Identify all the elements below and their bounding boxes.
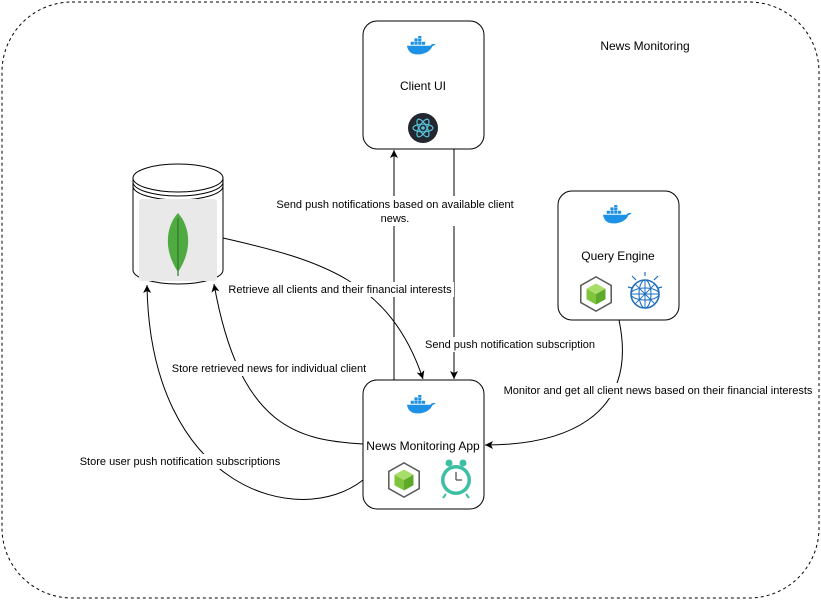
svg-text:Store user push notification s: Store user push notification subscriptio…: [80, 456, 281, 468]
edge-label-push-subscription: Send push notification subscription: [422, 337, 598, 352]
edge-label-send-push: Send push notifications based on availab…: [273, 196, 517, 226]
cron-clock-icon: [441, 459, 471, 499]
react-icon: [408, 113, 438, 143]
svg-text:news.: news.: [381, 213, 410, 225]
edge-label-store-subscriptions: Store user push notification subscriptio…: [77, 454, 283, 469]
mongodb-database-node[interactable]: [132, 163, 224, 285]
diagram-title: News Monitoring: [600, 39, 689, 53]
svg-text:Monitor and get all client new: Monitor and get all client news based on…: [504, 385, 813, 397]
client-ui-node[interactable]: Client UI: [362, 20, 485, 150]
ibm-watson-icon: [627, 272, 663, 309]
edge-store-subscriptions: [143, 284, 364, 500]
nodejs-icon: [580, 276, 612, 312]
edge-label-retrieve-clients: Retrieve all clients and their financial…: [226, 282, 454, 297]
client-ui-label: Client UI: [400, 79, 446, 93]
edge-label-monitor-news: Monitor and get all client news based on…: [500, 383, 816, 398]
svg-text:Send push notification subscri: Send push notification subscription: [425, 339, 595, 351]
query-engine-node[interactable]: Query Engine: [557, 190, 680, 321]
svg-text:Send push notifications based: Send push notifications based on availab…: [276, 199, 513, 211]
svg-text:Store retrieved news for indiv: Store retrieved news for individual clie…: [172, 363, 366, 375]
query-engine-label: Query Engine: [581, 249, 655, 263]
edge-store-news: [211, 283, 364, 445]
edge-retrieve-clients: [222, 237, 425, 380]
svg-text:Retrieve all clients and their: Retrieve all clients and their financial…: [228, 284, 452, 296]
mongodb-leaf-icon: [167, 213, 189, 276]
edge-label-store-news: Store retrieved news for individual clie…: [168, 361, 370, 376]
nodejs-icon: [388, 462, 420, 498]
news-monitoring-app-label: News Monitoring App: [366, 439, 480, 453]
news-monitoring-app-node[interactable]: News Monitoring App: [362, 379, 485, 510]
edge-monitor-news: [484, 319, 623, 449]
